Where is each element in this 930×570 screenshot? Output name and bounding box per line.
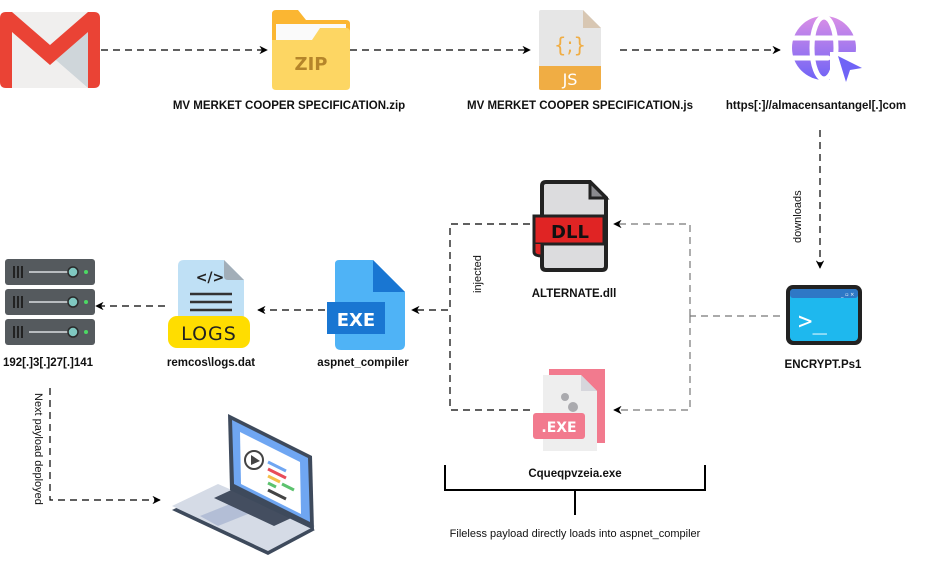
- exe-payload-badge: .EXE: [541, 420, 576, 436]
- next-payload-label: Next payload deployed: [32, 393, 44, 505]
- js-label: MV MERKET COOPER SPECIFICATION.js: [467, 100, 693, 112]
- web-globe-icon: [788, 12, 864, 89]
- c2-label: 192[.]3[.]27[.]141: [2, 357, 94, 369]
- logs-file-icon: </> LOGS: [168, 260, 250, 353]
- terminal-glyph: >_: [798, 307, 827, 335]
- server-icon: [5, 259, 95, 352]
- exe-file-icon-payload: .EXE: [533, 369, 609, 456]
- svg-text:_ ▫ ×: _ ▫ ×: [840, 292, 854, 298]
- downloads-label: downloads: [792, 190, 804, 243]
- edge-ps1-dll: [613, 219, 691, 316]
- exe-payload-label: Cqueqpvzeia.exe: [528, 468, 622, 480]
- fileless-note: Fileless payload directly loads into asp…: [449, 528, 701, 540]
- edge-ps1-exe: [613, 316, 691, 415]
- url-label: https[:]//almacensantangel[.]com: [725, 100, 907, 112]
- js-glyph: {;}: [554, 33, 586, 57]
- dll-badge: DLL: [551, 222, 589, 243]
- dll-label: ALTERNATE.dll: [531, 288, 617, 300]
- aspnet-label: aspnet_compiler: [317, 357, 409, 369]
- edge-c2-victim: [49, 388, 161, 505]
- dll-file-icon: DLL: [532, 178, 612, 277]
- zip-folder-icon: ZIP: [270, 10, 350, 95]
- exe-file-icon-aspnet: EXE: [325, 260, 405, 355]
- logs-badge: LOGS: [181, 323, 237, 345]
- aspnet-badge: EXE: [337, 310, 375, 331]
- laptop-icon: [170, 410, 320, 565]
- js-file-icon: {;} JS: [539, 10, 601, 95]
- gmail-icon: [0, 12, 100, 93]
- injected-label: injected: [472, 255, 484, 293]
- zip-badge: ZIP: [295, 54, 328, 75]
- zip-label: MV MERKET COOPER SPECIFICATION.zip: [172, 100, 406, 112]
- edge-dll-aspnet: [411, 223, 530, 315]
- fileless-bracket: [444, 465, 706, 515]
- edge-exe-aspnet: [449, 310, 530, 411]
- js-badge: JS: [562, 70, 578, 89]
- ps1-label: ENCRYPT.Ps1: [784, 359, 862, 371]
- logs-code-glyph: </>: [196, 270, 225, 286]
- terminal-icon: _ ▫ × >_: [786, 285, 862, 350]
- logs-label: remcos\logs.dat: [166, 357, 256, 369]
